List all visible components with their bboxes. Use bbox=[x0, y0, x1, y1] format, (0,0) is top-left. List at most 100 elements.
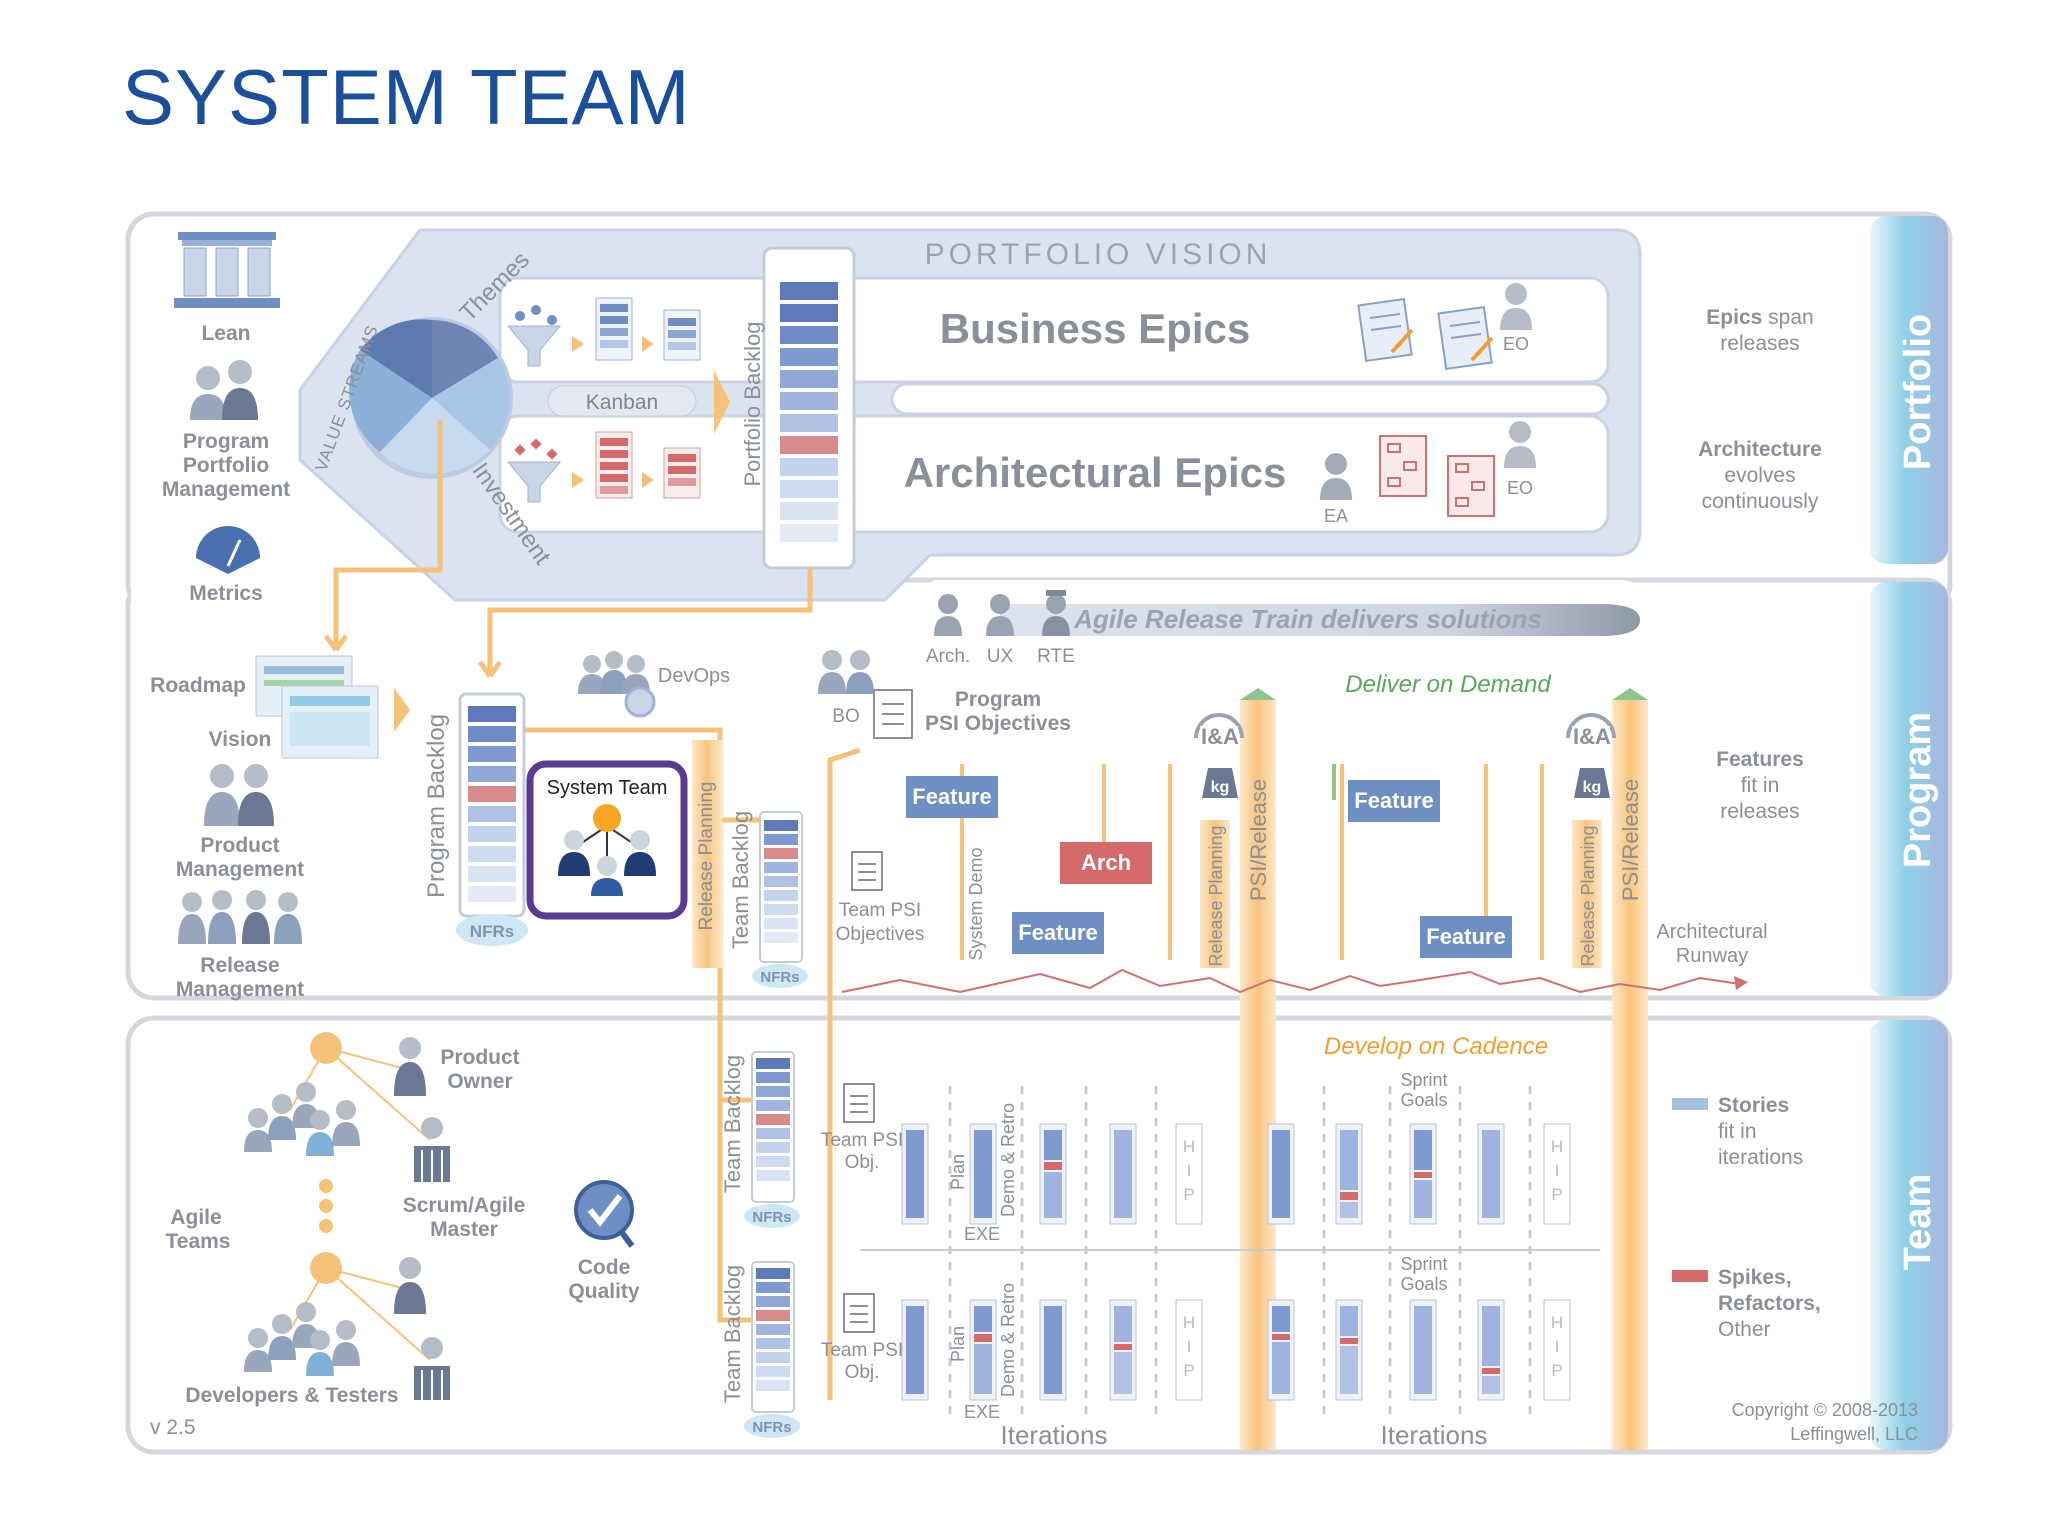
sprint-goals-1b: Goals bbox=[1400, 1090, 1447, 1110]
team-backlog-stack-2 bbox=[756, 1268, 790, 1391]
kanban-column-blue-icon bbox=[663, 309, 701, 361]
iteration-stack bbox=[901, 1123, 929, 1225]
epic-owner-icon bbox=[1500, 283, 1532, 330]
ppm-label-1: Program bbox=[183, 430, 269, 453]
spikes-legend-3: Other bbox=[1718, 1318, 1771, 1341]
feature-box bbox=[1348, 780, 1440, 822]
kg-weight-icon bbox=[1202, 768, 1238, 798]
team-psi-obj-4: Obj. bbox=[845, 1362, 880, 1383]
value-streams-pie-icon bbox=[349, 317, 513, 479]
team-psi-objectives-doc-icon bbox=[851, 851, 883, 891]
iterations-label-1: Iterations bbox=[1001, 1420, 1108, 1450]
ia-label: I&A bbox=[1201, 724, 1239, 749]
architecture-evolves-2: evolves bbox=[1724, 464, 1795, 487]
arch-role-label: Arch. bbox=[926, 646, 970, 667]
kanban-column-blue-icon bbox=[595, 297, 633, 361]
agile-release-train-banner bbox=[1000, 604, 1640, 636]
iteration-stack bbox=[1267, 1299, 1295, 1401]
epics-span-releases: Epics span bbox=[1706, 306, 1813, 329]
plan-label: Plan bbox=[948, 1154, 968, 1190]
features-fit-3: releases bbox=[1720, 800, 1799, 823]
iterations-label-2: Iterations bbox=[1381, 1420, 1488, 1450]
team-backlog-label-1: Team Backlog bbox=[720, 1055, 745, 1193]
epics-span-releases-2: releases bbox=[1720, 332, 1799, 355]
release-management-people-icon bbox=[178, 890, 302, 944]
feature-box bbox=[1420, 916, 1512, 958]
ea-label: EA bbox=[1324, 506, 1348, 526]
version-label: v 2.5 bbox=[150, 1416, 196, 1439]
stories-legend-2: fit in bbox=[1718, 1120, 1757, 1143]
iteration-stack bbox=[1267, 1123, 1295, 1225]
iteration-hip-box bbox=[1543, 1299, 1571, 1401]
inspect-adapt-icon bbox=[1194, 713, 1244, 750]
iteration-hip-box bbox=[1543, 1123, 1571, 1225]
business-epics-label: Business Epics bbox=[940, 305, 1250, 352]
portfolio-backlog-stack bbox=[780, 282, 838, 542]
hip-i: I bbox=[1555, 1337, 1560, 1356]
runway-label-1: Architectural bbox=[1656, 921, 1767, 943]
team-psi-obj-doc-icon bbox=[843, 1293, 875, 1333]
program-backlog-stack bbox=[468, 706, 516, 902]
stories-legend-1: Stories bbox=[1718, 1094, 1789, 1117]
epic-owner-icon bbox=[1504, 421, 1536, 468]
kanban-funnel-blue-icon bbox=[506, 305, 562, 367]
product-management-label-2: Management bbox=[176, 858, 304, 881]
roadmap-vision-docs-icon bbox=[255, 655, 379, 759]
kanban-column-red-icon bbox=[663, 447, 701, 499]
product-management-people-icon bbox=[204, 764, 274, 826]
team-psi-obj-3: Team PSI bbox=[821, 1340, 903, 1361]
release-planning-label-3: Release Planning bbox=[1578, 825, 1598, 966]
iteration-stack bbox=[1039, 1299, 1067, 1401]
feature-label: Feature bbox=[1426, 924, 1505, 949]
team-psi-obj-2: Obj. bbox=[845, 1152, 880, 1173]
iteration-stack bbox=[1109, 1123, 1137, 1225]
inspect-adapt-icon bbox=[1566, 713, 1616, 750]
iteration-stack bbox=[901, 1299, 929, 1401]
spikes-legend-1: Spikes, bbox=[1718, 1266, 1792, 1289]
page-title: SYSTEM TEAM bbox=[122, 53, 691, 141]
scrum-master-label-2: Master bbox=[430, 1218, 498, 1241]
portfolio-band bbox=[1870, 216, 1948, 564]
lean-icon bbox=[174, 232, 280, 308]
agile-teams-label-2: Teams bbox=[166, 1230, 231, 1253]
runway-label-2: Runway bbox=[1676, 945, 1748, 967]
kanban-funnel-red-icon bbox=[506, 438, 562, 503]
ux-role-label: UX bbox=[987, 646, 1014, 667]
enterprise-architect-icon bbox=[1320, 453, 1352, 500]
product-management-label-1: Product bbox=[200, 834, 279, 857]
exe-label: EXE bbox=[964, 1224, 1000, 1244]
demo-retro-label: Demo & Retro bbox=[998, 1103, 1018, 1217]
scrum-master-icon-2 bbox=[414, 1337, 450, 1400]
business-epic-doc-icon bbox=[1357, 297, 1414, 363]
kg-label: kg bbox=[1211, 779, 1230, 796]
iteration-stack bbox=[1039, 1123, 1067, 1225]
features-fit-1: Features bbox=[1716, 748, 1804, 771]
code-quality-icon bbox=[574, 1180, 635, 1248]
devops-people-icon bbox=[578, 651, 656, 718]
code-quality-label-1: Code bbox=[578, 1256, 631, 1279]
arch-label: Arch bbox=[1081, 850, 1131, 875]
system-demo-label: System Demo bbox=[966, 847, 986, 960]
iteration-stack bbox=[1477, 1123, 1505, 1225]
lean-label: Lean bbox=[201, 322, 250, 345]
features-fit-2: fit in bbox=[1741, 774, 1780, 797]
copyright-line-1: Copyright © 2008-2013 bbox=[1732, 1400, 1918, 1420]
architecture-evolves-3: continuously bbox=[1702, 490, 1819, 513]
ppm-label-2: Portfolio bbox=[183, 454, 269, 477]
iteration-hip-box bbox=[1175, 1299, 1203, 1401]
rte-role-icon bbox=[1042, 590, 1070, 636]
architectural-epics-label: Architectural Epics bbox=[904, 449, 1287, 496]
feature-box bbox=[906, 776, 998, 818]
product-owner-icon-2 bbox=[394, 1257, 426, 1314]
iteration-stack bbox=[1335, 1299, 1363, 1401]
bo-label: BO bbox=[832, 706, 859, 727]
scrum-master-label-1: Scrum/Agile bbox=[403, 1194, 526, 1217]
hip-i: I bbox=[1187, 1337, 1192, 1356]
art-label: Agile Release Train delivers solutions bbox=[1073, 604, 1542, 634]
arch-role-icon bbox=[934, 594, 962, 636]
product-owner-label-2: Owner bbox=[447, 1070, 512, 1093]
architectural-epic-doc-icon bbox=[1447, 455, 1495, 517]
sprint-goals-2a: Sprint bbox=[1400, 1254, 1447, 1274]
developers-testers-label: Developers & Testers bbox=[185, 1384, 398, 1407]
ppm-people-icon bbox=[190, 360, 258, 420]
